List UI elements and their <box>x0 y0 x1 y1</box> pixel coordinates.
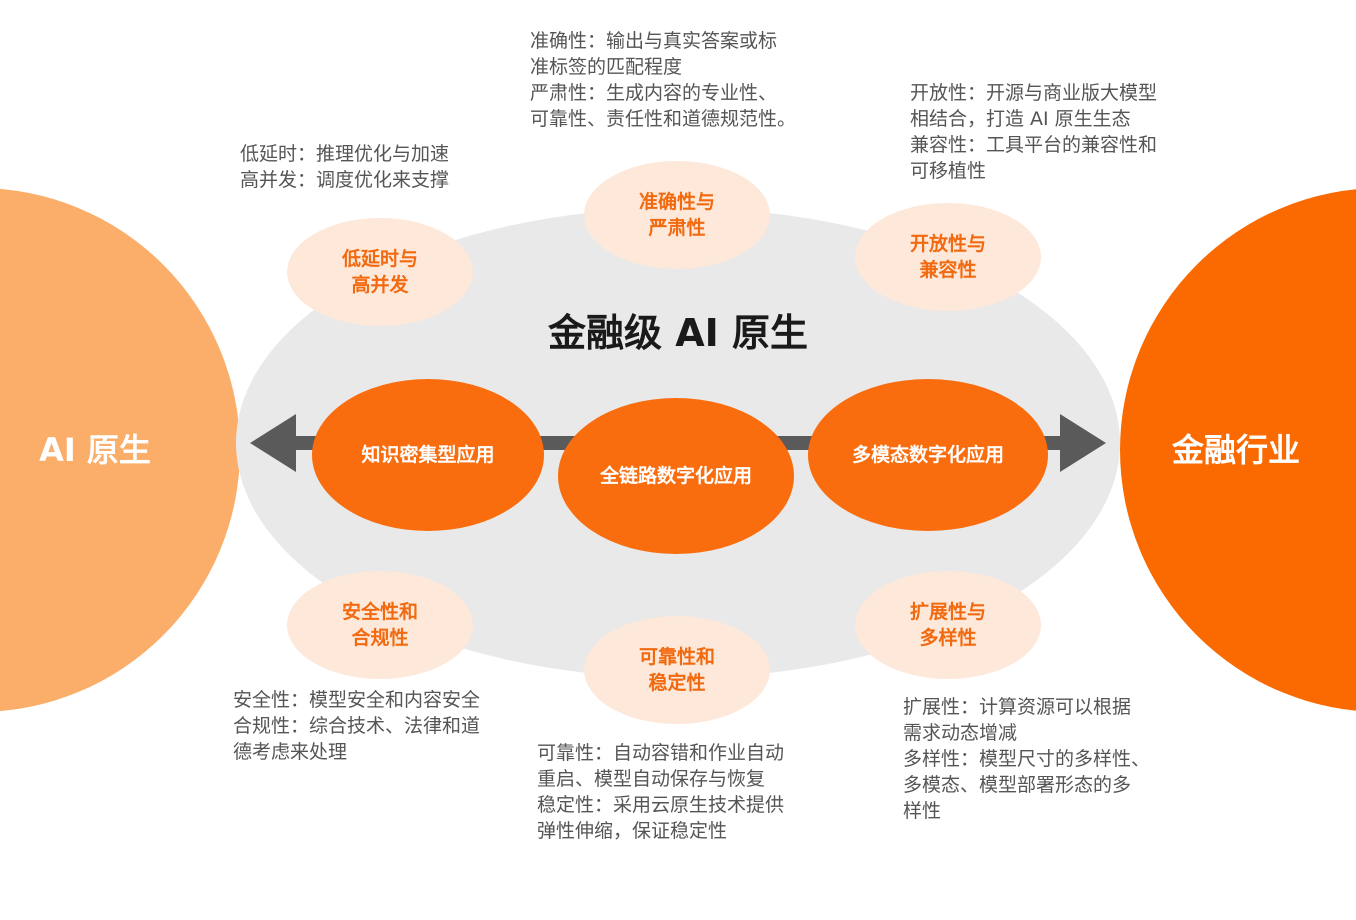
desc-line: 德考虑来处理 <box>233 741 348 763</box>
desc-line: 合规性：综合技术、法律和道 <box>233 715 481 737</box>
desc-line: 样性 <box>903 800 942 822</box>
app-label-multimodal: 多模态数字化应用 <box>851 444 1004 466</box>
bubble-label-line: 稳定性 <box>648 672 706 694</box>
bubble-label-line: 准确性与 <box>638 191 715 213</box>
desc-openness: 开放性：开源与商业版大模型 相结合，打造 AI 原生生态 兼容性：工具平台的兼容… <box>910 80 1157 184</box>
desc-line: 稳定性：采用云原生技术提供 <box>537 794 785 816</box>
center-title: 金融级 AI 原生 <box>547 311 808 355</box>
bubble-label-line: 多样性 <box>919 627 977 649</box>
bubble-label-line: 开放性与 <box>909 233 986 255</box>
bubble-label-line: 兼容性 <box>919 259 977 281</box>
bubble-label-line: 扩展性与 <box>909 601 986 623</box>
bubble-latency <box>287 218 473 326</box>
desc-line: 准标签的匹配程度 <box>530 56 683 78</box>
desc-scalability: 扩展性：计算资源可以根据 需求动态增减 多样性：模型尺寸的多样性、 多模态、模型… <box>903 694 1150 824</box>
desc-line: 严肃性：生成内容的专业性、 <box>530 82 778 104</box>
desc-accuracy: 准确性：输出与真实答案或标 准标签的匹配程度 严肃性：生成内容的专业性、 可靠性… <box>530 28 796 132</box>
finance-industry-circle <box>1120 189 1356 711</box>
desc-line: 安全性：模型安全和内容安全 <box>233 689 481 711</box>
bubble-openness <box>855 203 1041 311</box>
desc-line: 相结合，打造 AI 原生生态 <box>910 108 1131 130</box>
app-label-knowledge: 知识密集型应用 <box>361 444 495 466</box>
desc-line: 多模态、模型部署形态的多 <box>903 774 1132 796</box>
bubble-label-line: 低延时与 <box>341 248 418 270</box>
bubble-security <box>287 571 473 679</box>
bubble-label-scalability: 扩展性与 多样性 <box>868 599 1028 651</box>
desc-line: 重启、模型自动保存与恢复 <box>537 768 766 790</box>
ai-native-circle <box>0 188 240 712</box>
desc-line: 兼容性：工具平台的兼容性和 <box>910 134 1158 156</box>
desc-latency: 低延时：推理优化与加速 高并发：调度优化来支撑 <box>240 141 449 193</box>
app-ellipse-knowledge <box>312 379 544 531</box>
desc-line: 开放性：开源与商业版大模型 <box>910 82 1158 104</box>
bubble-label-accuracy: 准确性与 严肃性 <box>597 189 757 241</box>
desc-line: 需求动态增减 <box>903 722 1018 744</box>
desc-line: 可移植性 <box>910 160 987 182</box>
desc-line: 可靠性、责任性和道德规范性。 <box>530 108 797 130</box>
bubble-label-openness: 开放性与 兼容性 <box>868 231 1028 283</box>
desc-security: 安全性：模型安全和内容安全 合规性：综合技术、法律和道 德考虑来处理 <box>233 687 480 765</box>
bubble-label-latency: 低延时与 高并发 <box>300 246 460 298</box>
bubble-reliability <box>584 616 770 724</box>
desc-line: 多样性：模型尺寸的多样性、 <box>903 748 1151 770</box>
desc-line: 扩展性：计算资源可以根据 <box>903 696 1132 718</box>
bubble-scalability <box>855 571 1041 679</box>
bubble-label-line: 安全性和 <box>341 601 418 623</box>
arrow-head-left <box>250 414 296 472</box>
bubble-label-line: 严肃性 <box>648 217 706 239</box>
app-ellipse-full-chain <box>558 398 794 554</box>
bubble-label-line: 可靠性和 <box>638 646 715 668</box>
bubble-label-line: 合规性 <box>351 627 409 649</box>
bubble-accuracy <box>584 161 770 269</box>
bubble-label-security: 安全性和 合规性 <box>300 599 460 651</box>
app-ellipse-multimodal <box>808 379 1048 531</box>
desc-line: 低延时：推理优化与加速 <box>240 143 450 165</box>
arrow-head-right <box>1060 414 1106 472</box>
ai-native-label: AI 原生 <box>39 431 151 469</box>
desc-line: 可靠性：自动容错和作业自动 <box>537 742 785 764</box>
bubble-label-line: 高并发 <box>351 274 409 296</box>
bubble-label-reliability: 可靠性和 稳定性 <box>597 644 757 696</box>
desc-line: 准确性：输出与真实答案或标 <box>530 30 778 52</box>
desc-reliability: 可靠性：自动容错和作业自动 重启、模型自动保存与恢复 稳定性：采用云原生技术提供… <box>537 740 784 844</box>
desc-line: 高并发：调度优化来支撑 <box>240 169 450 191</box>
app-label-full-chain: 全链路数字化应用 <box>599 465 752 487</box>
desc-line: 弹性伸缩，保证稳定性 <box>537 820 728 842</box>
finance-industry-label: 金融行业 <box>1171 431 1300 469</box>
